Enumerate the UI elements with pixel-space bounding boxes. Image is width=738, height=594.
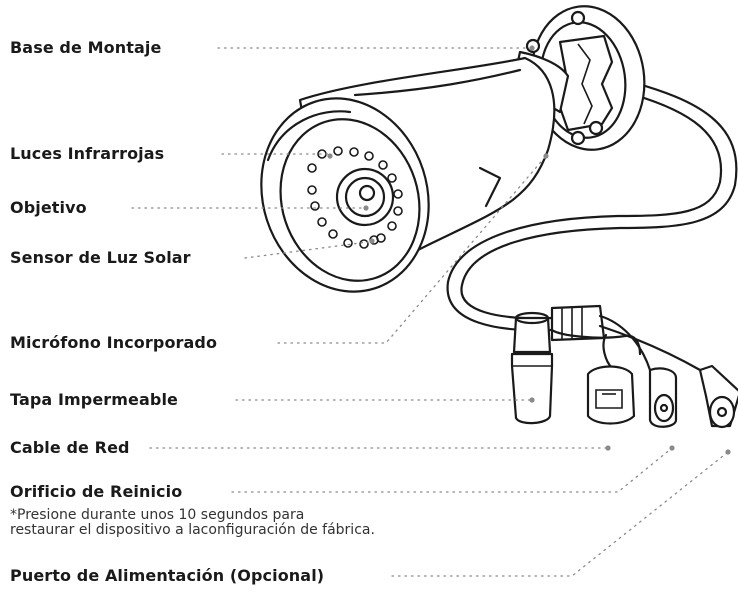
reset-note-line2: restaurar el dispositivo a laconfiguraci… bbox=[10, 522, 375, 538]
leader-lines bbox=[131, 45, 731, 577]
label-daylight-sensor: Sensor de Luz Solar bbox=[10, 248, 191, 267]
network-jack-shape bbox=[586, 333, 636, 425]
label-power-port: Puerto de Alimentación (Opcional) bbox=[10, 566, 325, 585]
label-waterproof-cap: Tapa Impermeable bbox=[10, 390, 178, 409]
label-infrared-lights: Luces Infrarrojas bbox=[10, 144, 165, 163]
reset-note: *Presione durante unos 10 segundos para … bbox=[10, 508, 570, 538]
camera-body bbox=[260, 56, 556, 293]
label-network-cable: Cable de Red bbox=[10, 438, 130, 457]
camera-cable bbox=[446, 78, 738, 332]
label-reset-hole: Orificio de Reinicio bbox=[10, 482, 183, 501]
waterproof-cap-shape bbox=[510, 311, 554, 425]
label-microphone: Micrófono Incorporado bbox=[10, 333, 218, 352]
reset-note-line1: *Presione durante unos 10 segundos para bbox=[10, 507, 305, 523]
label-lens: Objetivo bbox=[10, 198, 87, 217]
reset-barrel-shape bbox=[648, 367, 678, 428]
label-mount-base: Base de Montaje bbox=[10, 38, 162, 57]
power-barrel-shape bbox=[698, 364, 738, 429]
cable-splitter bbox=[550, 304, 702, 372]
